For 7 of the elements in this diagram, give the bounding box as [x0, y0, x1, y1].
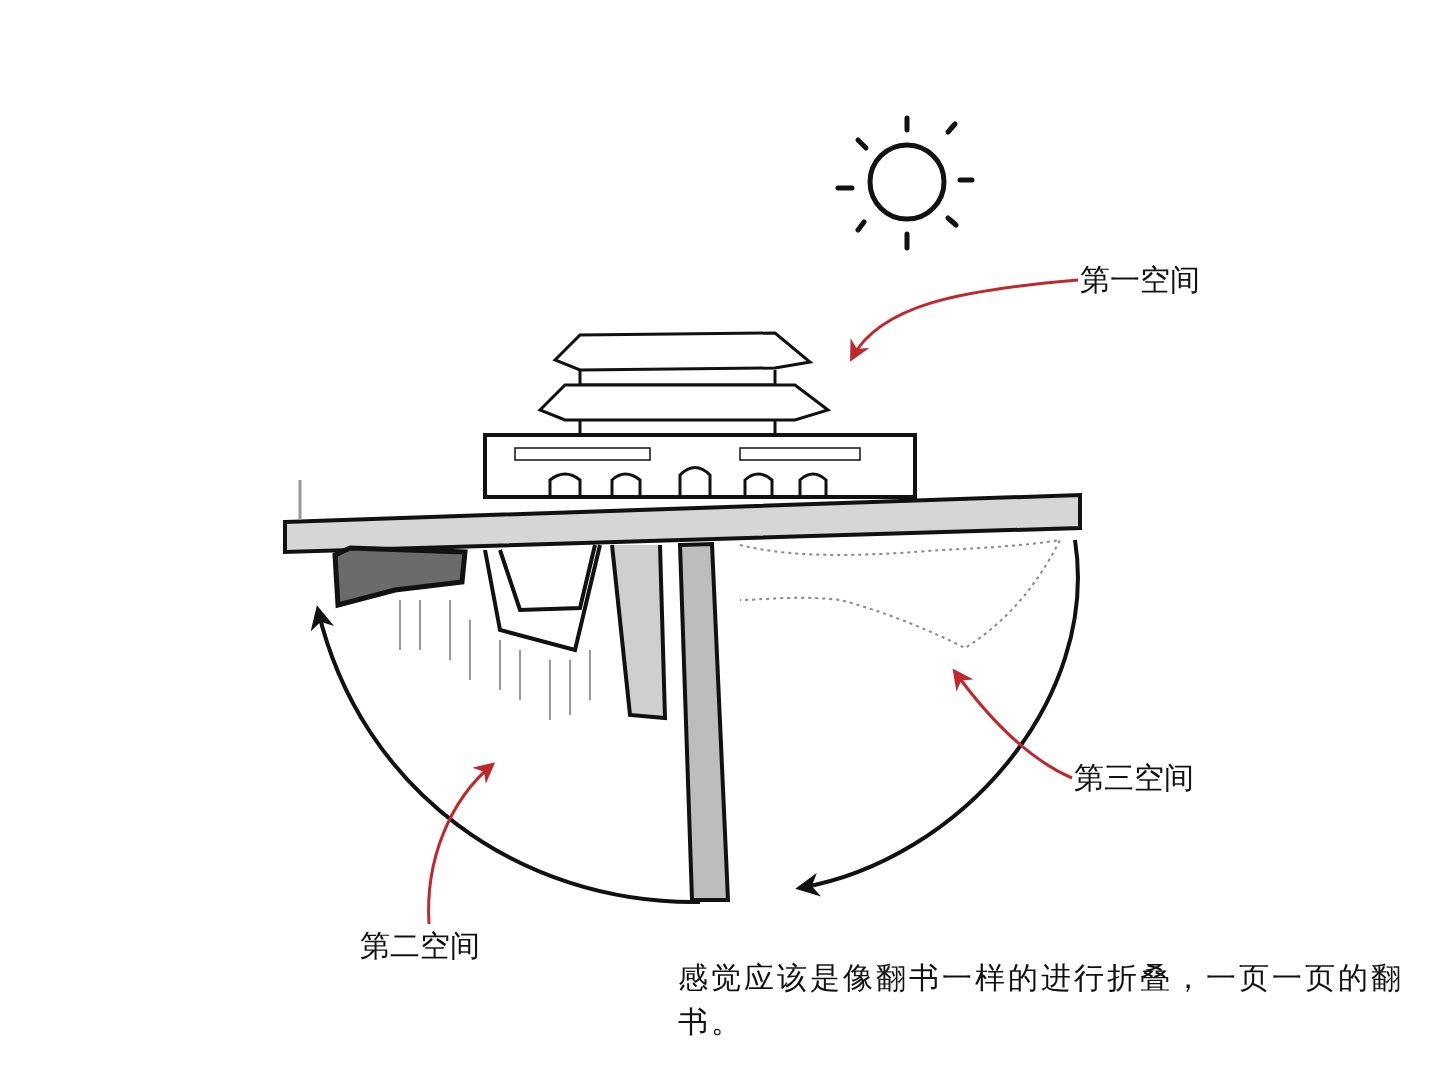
space-label: 第二空间 [360, 927, 480, 965]
arrow [849, 278, 1079, 362]
arrow [952, 668, 1073, 780]
space-label: 第一空间 [1080, 261, 1200, 299]
space-label: 第三空间 [1074, 759, 1194, 797]
arrow [427, 762, 496, 925]
note-text: 感觉应该是像翻书一样的进行折叠，一页一页的翻书。 [678, 959, 1405, 1041]
